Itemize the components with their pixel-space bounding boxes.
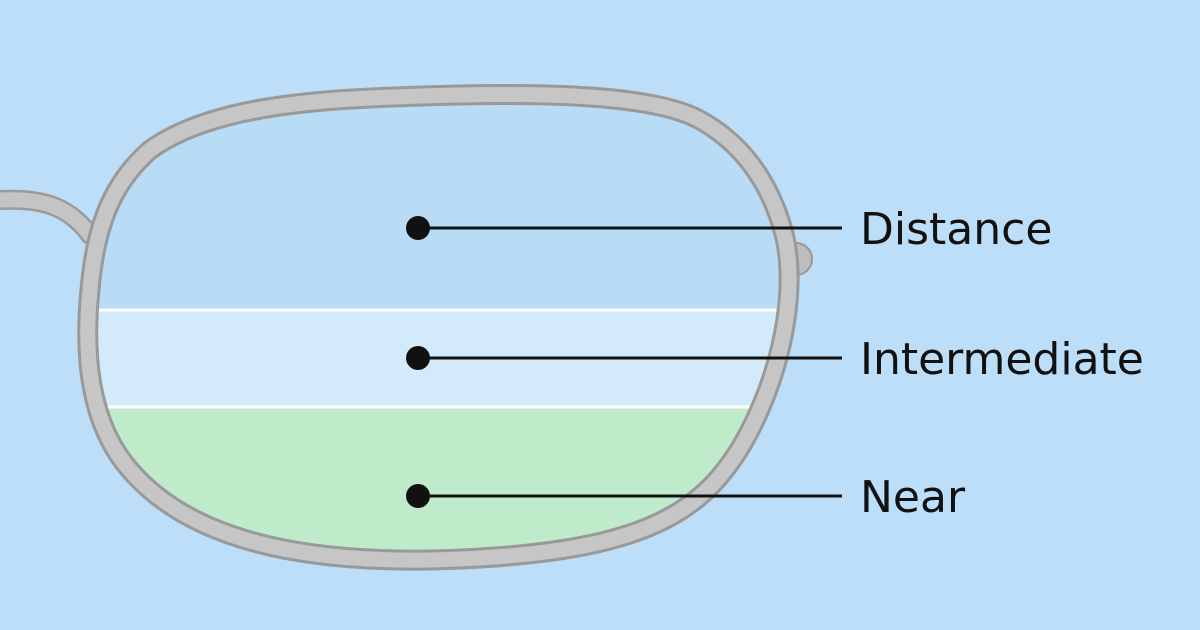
callout-distance: Distance bbox=[406, 204, 1052, 255]
distance-label: Distance bbox=[860, 204, 1052, 255]
callout-intermediate: Intermediate bbox=[406, 334, 1144, 385]
intermediate-label: Intermediate bbox=[860, 334, 1144, 385]
callout-near: Near bbox=[406, 472, 966, 523]
near-label: Near bbox=[860, 472, 966, 523]
lens-frame-highlight bbox=[80, 86, 797, 568]
